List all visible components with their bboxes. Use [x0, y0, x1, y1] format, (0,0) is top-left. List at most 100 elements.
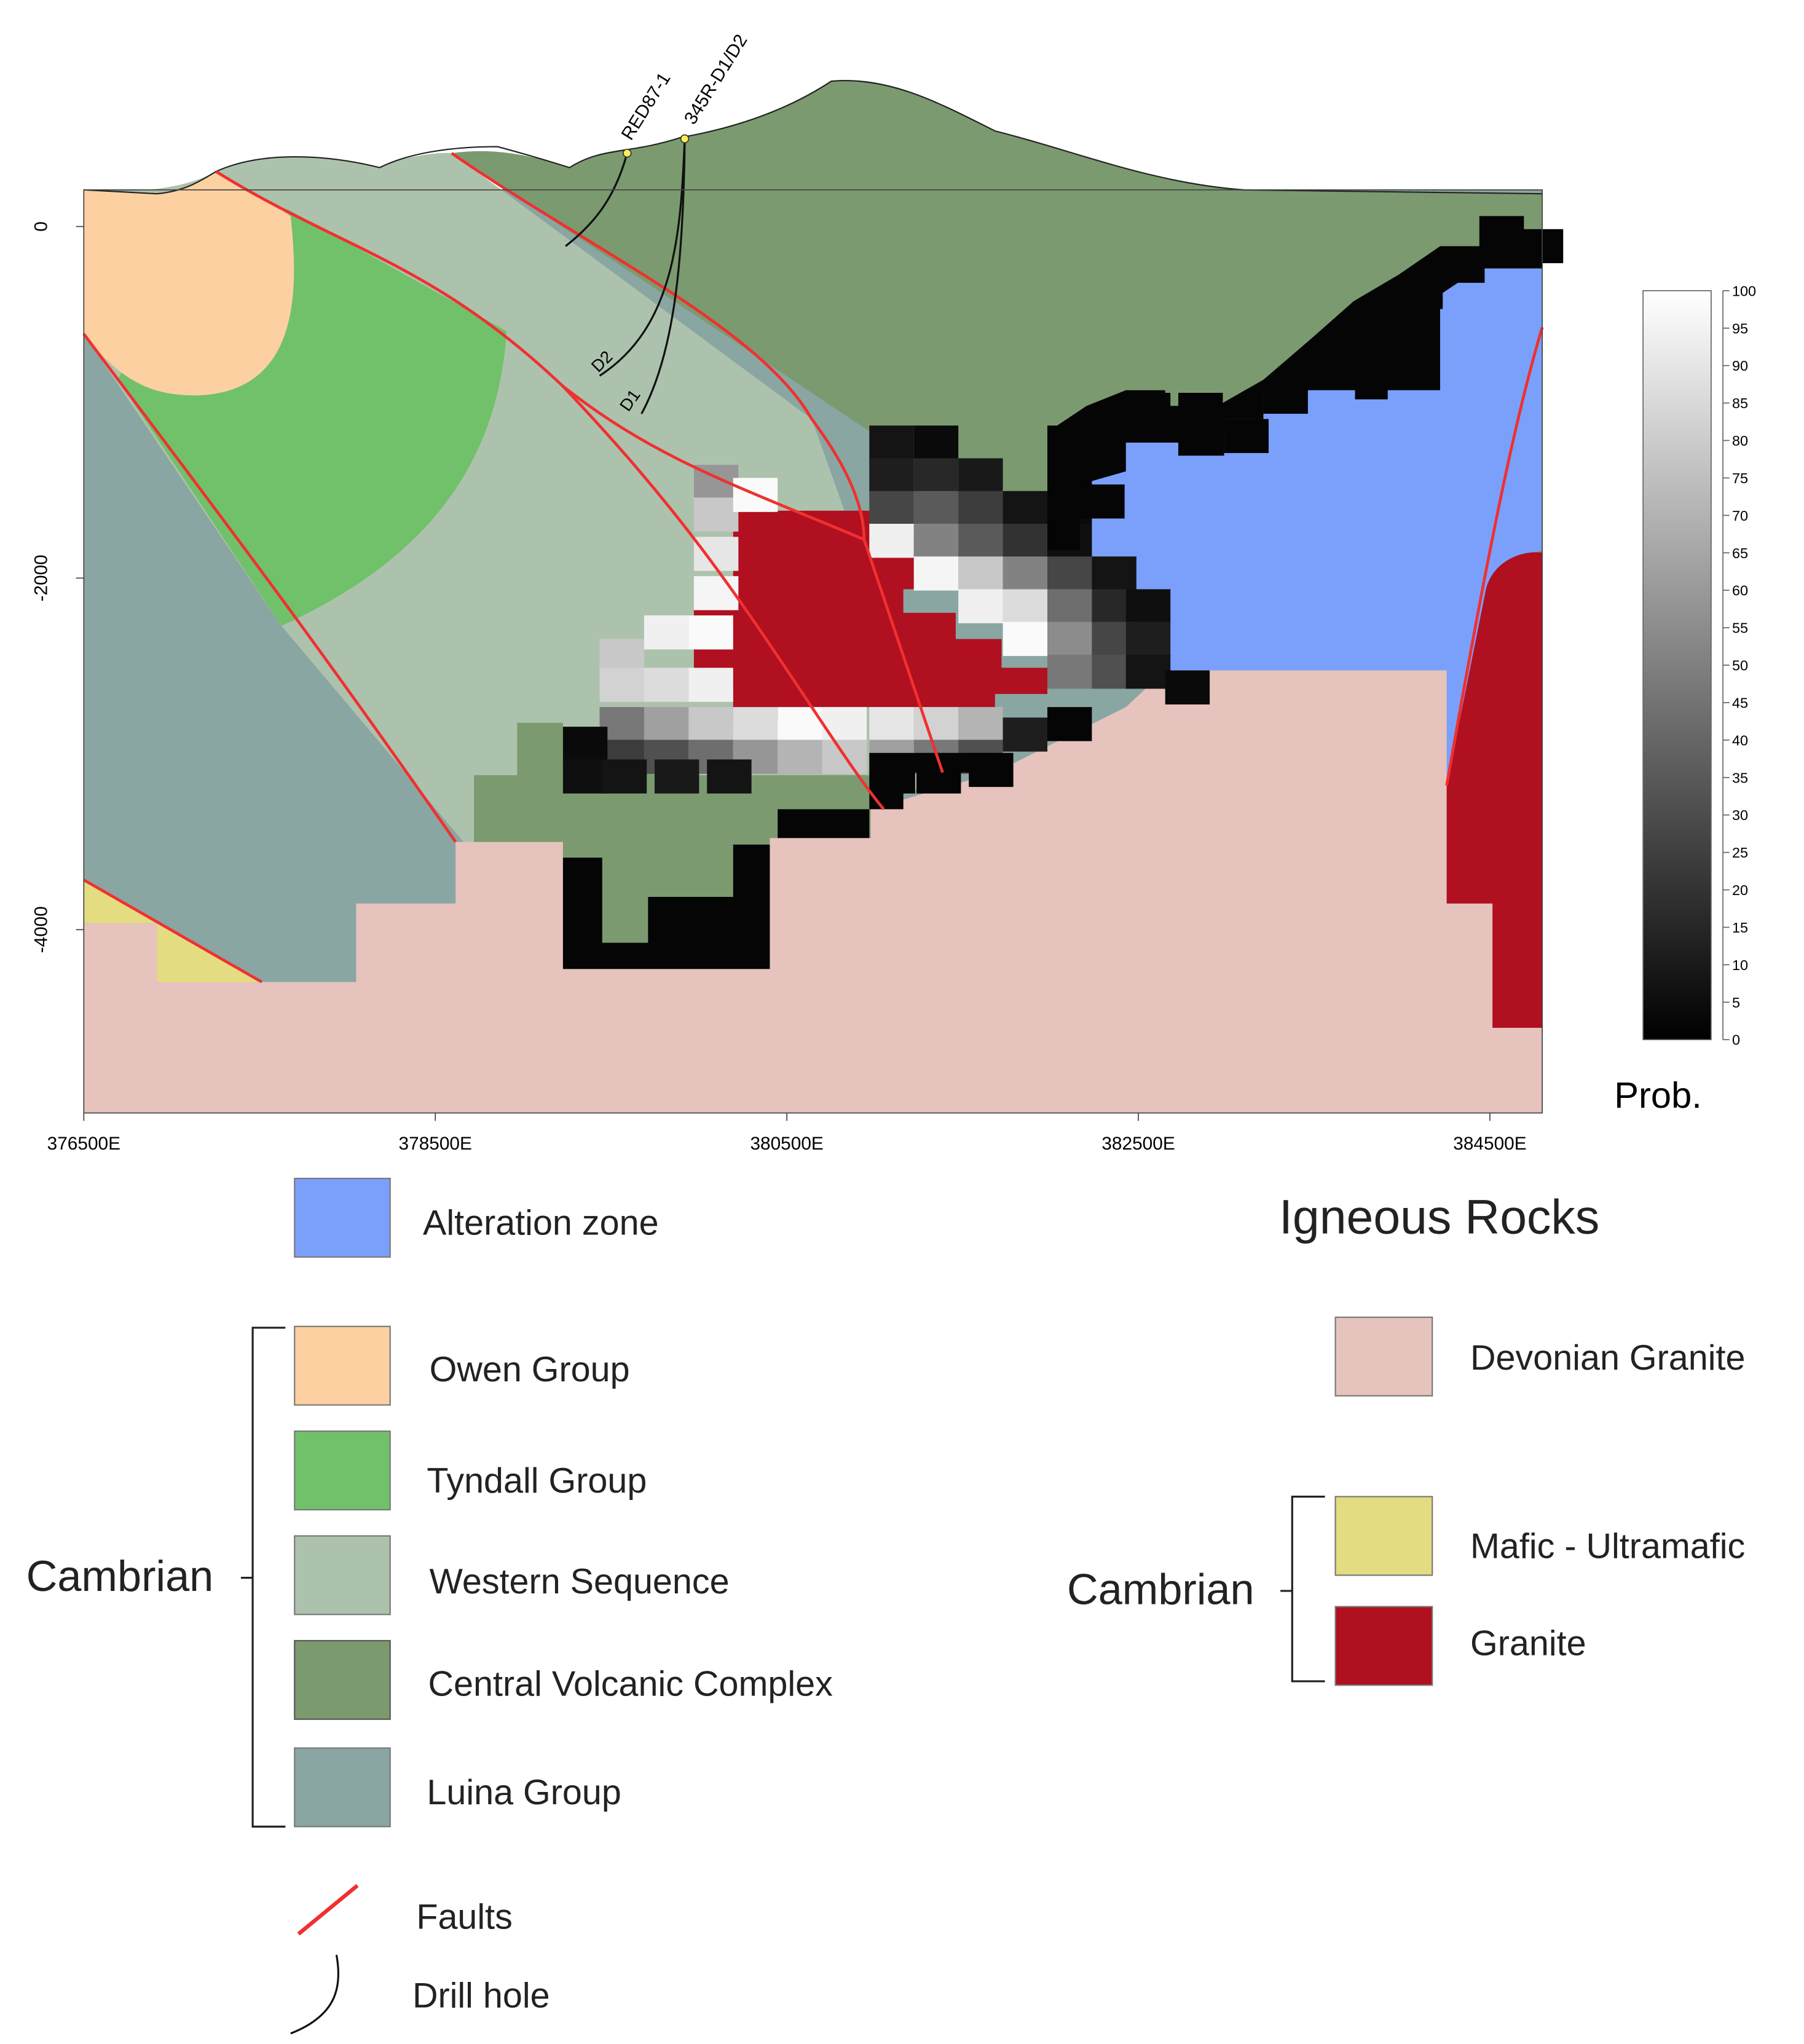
- probability-cell: [958, 491, 1003, 526]
- x-tick-label: 380500E: [750, 1134, 823, 1154]
- legend-igneous-title: Igneous Rocks: [1279, 1190, 1599, 1244]
- legend-label-alteration: Alteration zone: [423, 1204, 659, 1243]
- colorbar-tick-label: 85: [1732, 395, 1748, 411]
- legend-swatch-granite: [1334, 1606, 1433, 1686]
- faults: [82, 152, 1544, 984]
- x-tick-label: 382500E: [1101, 1134, 1175, 1154]
- probability-cell: [688, 668, 733, 702]
- probability-cell: [822, 707, 867, 741]
- probability-cell: [1047, 707, 1092, 741]
- colorbar-tick-label: 70: [1732, 508, 1748, 524]
- legend-label-cvc: Central Volcanic Complex: [428, 1664, 833, 1703]
- drill-label-red87-1: RED87-1: [618, 69, 675, 143]
- probability-cell: [1165, 670, 1210, 704]
- colorbar-tick-label: 0: [1732, 1032, 1740, 1048]
- legend-swatch-mafic: [1334, 1496, 1433, 1576]
- legend-swatch-tyndall: [294, 1430, 391, 1510]
- probability-grid: [562, 216, 1564, 969]
- y-axis: 0-2000-4000: [31, 221, 84, 953]
- legend: Alteration zone Cambrian Owen Group Tynd…: [26, 1177, 1745, 2035]
- legend-swatch-alteration: [294, 1177, 391, 1258]
- probability-cell: [602, 759, 647, 794]
- probability-cell: [688, 615, 733, 650]
- probability-cell: [644, 707, 689, 741]
- unit-mafic-ultramafic: [84, 880, 259, 982]
- probability-cell: [913, 425, 959, 460]
- colorbar-tick-label: 60: [1732, 583, 1748, 599]
- probability-cell: [1047, 556, 1092, 591]
- y-tick-label: 0: [31, 221, 52, 232]
- probability-cell: [913, 458, 959, 492]
- probability-cell: [913, 556, 959, 591]
- topography-outline: [84, 80, 1543, 195]
- drill-label-345r: 345R-D1/D2: [680, 31, 752, 128]
- colorbar: [1642, 290, 1712, 1041]
- probability-cell: [707, 759, 752, 794]
- probability-cell: [655, 759, 699, 794]
- probability-cell: [1002, 556, 1048, 591]
- colorbar-tick-label: 65: [1732, 545, 1748, 561]
- legend-group-cambrian-igneous: Cambrian: [1067, 1565, 1255, 1613]
- probability-cell: [958, 556, 1003, 591]
- probability-cell: [958, 589, 1003, 623]
- colorbar-tick-label: 95: [1732, 320, 1748, 336]
- probability-cell: [869, 524, 914, 558]
- legend-label-faults: Faults: [416, 1897, 513, 1936]
- x-tick-label: 376500E: [47, 1134, 120, 1154]
- drill-holes: [565, 138, 686, 414]
- drill-collar: [680, 134, 690, 144]
- fault-line: [215, 170, 944, 773]
- probability-cell: [778, 740, 822, 774]
- probability-cell: [599, 668, 644, 702]
- probability-cell: [1224, 419, 1269, 453]
- legend-bracket-igneous: [1280, 1495, 1325, 1683]
- probability-cell: [1047, 655, 1092, 689]
- drill-hole-d2: [599, 138, 686, 377]
- probability-zero-band: [562, 844, 770, 969]
- colorbar-tick-label: 55: [1732, 620, 1748, 636]
- colorbar-title: Prob.: [1614, 1075, 1702, 1116]
- probability-cell: [1047, 589, 1092, 623]
- fault-line: [562, 385, 885, 810]
- colorbar-tick-label: 30: [1732, 807, 1748, 823]
- colorbar-tick-label: 75: [1732, 470, 1748, 486]
- legend-swatch-owen: [294, 1325, 391, 1406]
- probability-cell: [1002, 524, 1048, 558]
- y-tick-label: -2000: [31, 554, 52, 601]
- colorbar-tick-label: 5: [1732, 995, 1740, 1011]
- colorbar-tick-label: 90: [1732, 358, 1748, 374]
- fault-line: [82, 333, 457, 843]
- colorbar-tick-label: 25: [1732, 845, 1748, 861]
- probability-cell: [1047, 621, 1092, 657]
- legend-label-granite: Granite: [1470, 1624, 1586, 1663]
- probability-zero-band: [1047, 216, 1543, 550]
- probability-cell: [958, 707, 1003, 741]
- legend-label-owen: Owen Group: [430, 1350, 630, 1389]
- legend-label-tyndall: Tyndall Group: [427, 1461, 647, 1501]
- probability-cell: [599, 639, 644, 673]
- probability-cell: [644, 668, 689, 702]
- probability-cell: [693, 537, 739, 571]
- probability-cell: [562, 727, 608, 761]
- probability-cell: [913, 524, 959, 558]
- probability-cell: [958, 458, 1003, 492]
- unit-cambrian-granite-east: [1446, 552, 1543, 1028]
- probability-cell: [1125, 655, 1171, 689]
- unit-devonian-granite: [84, 670, 1543, 1113]
- legend-swatch-fault: [297, 1884, 359, 1936]
- legend-label-western: Western Sequence: [430, 1562, 730, 1601]
- x-tick-label: 378500E: [399, 1134, 472, 1154]
- probability-cell: [1092, 556, 1136, 591]
- probability-cell: [1002, 491, 1048, 526]
- legend-swatch-western: [294, 1535, 391, 1616]
- drill-collar: [623, 148, 632, 158]
- legend-swatch-luina: [294, 1747, 391, 1828]
- unit-owen: [84, 172, 294, 396]
- probability-cell: [1002, 621, 1048, 657]
- fault-line: [451, 152, 866, 540]
- probability-cell: [913, 707, 959, 741]
- colorbar-tick-label: 35: [1732, 770, 1748, 786]
